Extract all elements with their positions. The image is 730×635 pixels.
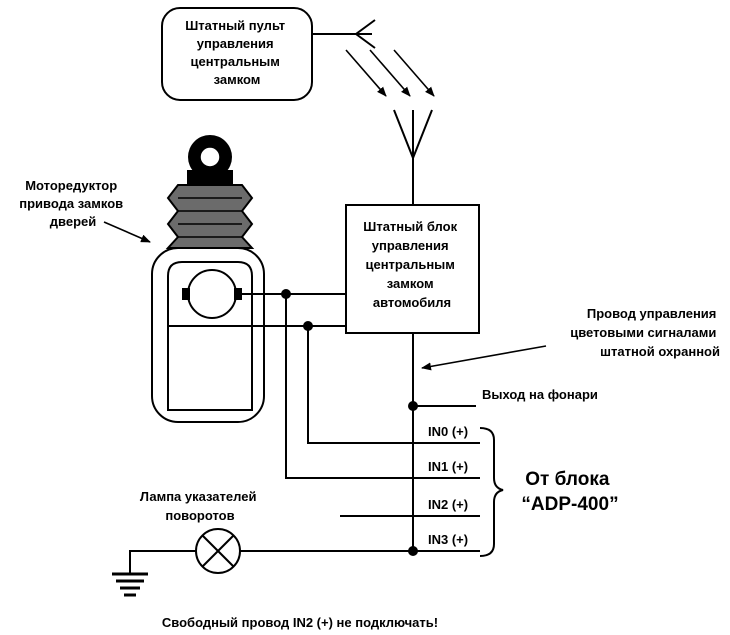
remote-box [161,7,313,101]
signal-wire-label: Провод управления цветовыми сигналами шт… [570,306,720,359]
receiver-antenna-icon [393,109,433,205]
motor-actuator-icon [151,135,265,423]
input-label-in0: IN0 (+) [428,424,468,439]
wire-in0 [307,326,480,444]
footnote-warning: Свободный провод IN2 (+) не подключать! [162,615,438,630]
lights-output-label: Выход на фонари [482,387,598,402]
remote-label: Штатный пульт управления центральным зам… [185,18,289,87]
signal-wire-pointer-arrow [421,345,547,371]
wire-in1 [285,294,480,479]
wire-ground [129,550,196,574]
lamp-icon [195,528,241,574]
motor-pointer-arrow [103,221,151,243]
junction-dot [408,401,418,411]
adp-block-label: От блока “ADP-400” [521,469,618,515]
input-label-in1: IN1 (+) [428,459,468,474]
junction-dot [408,546,418,556]
control-unit-label: Штатный блок управления центральным замк… [363,219,460,310]
input-group-brace [479,427,504,557]
radio-signal-icon [345,49,435,97]
remote-antenna-icon [312,19,376,49]
wire-motor-b [167,290,346,327]
motor-label: Моторедуктор привода замков дверей [19,178,127,229]
input-label-in2: IN2 (+) [428,497,468,512]
ground-icon [112,572,148,597]
input-label-in3: IN3 (+) [428,532,468,547]
lamp-label: Лампа указателей поворотов [140,489,260,523]
